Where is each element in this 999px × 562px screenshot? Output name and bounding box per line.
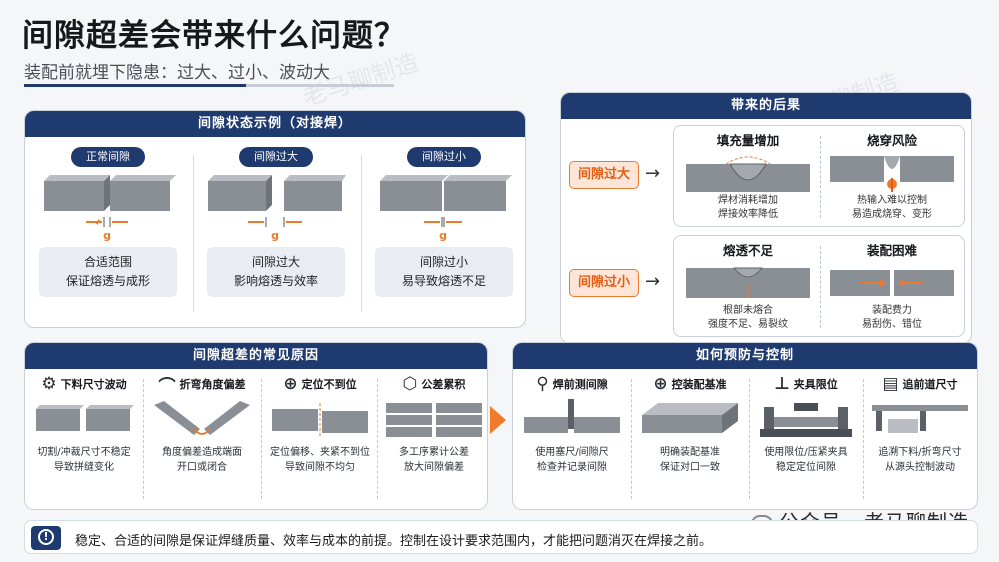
gap-examples-title: 间隙状态示例（对接焊） <box>25 111 525 137</box>
consequence-item: 填充量增加 焊材消耗增加焊接效率降低 <box>678 130 818 222</box>
page-subtitle: 装配前就埋下隐患：过大、过小、波动大 <box>24 63 330 83</box>
divider <box>631 379 632 499</box>
right-arrow-icon: → <box>645 271 661 292</box>
report-icon: ▤ <box>882 374 899 394</box>
prevent-item-upstream: ▤追前道尺寸 追溯下料/折弯尺寸从源头控制波动 <box>863 373 977 507</box>
summary-bar: ! 稳定、合适的间隙是保证焊缝质量、效率与成本的前提。控制在设计要求范围内，才能… <box>24 520 978 554</box>
prevent-item-fixture: ⊥夹具限位 使用限位/压紧夹具稳定定位间隙 <box>749 373 863 507</box>
summary-text: 稳定、合适的间隙是保证焊缝质量、效率与成本的前提。控制在设计要求范围内，才能把问… <box>75 534 713 549</box>
causes-title: 间隙超差的常见原因 <box>25 343 487 369</box>
lack-penetration-illustration <box>686 267 810 298</box>
consequence-item: 烧穿风险 热输入难以控制易造成烧穿、变形 <box>822 130 962 222</box>
gap-examples-panel: 间隙状态示例（对接焊） 正常间隙 g 合适范围保证熔透与成形 间隙过大 <box>24 110 526 328</box>
divider <box>361 155 362 311</box>
bend-icon: ⌒ <box>158 376 176 397</box>
prevention-title: 如何预防与控制 <box>513 343 977 369</box>
cube-icon: ⬡ <box>402 374 418 394</box>
clamp-icon: ⊥ <box>774 374 790 394</box>
cause-item-bending: ⌒折弯角度偏差 角度偏差造成端面开口或闭合 <box>145 373 259 507</box>
cause-item-tolerance: ⬡公差累积 多工序累计公差放大间隙偏差 <box>377 373 487 507</box>
prevention-panel: 如何预防与控制 ⚲焊前测间隙 使用塞尺/间隙尺检查并记录间隙 ⊕控装配基准 明确… <box>512 342 978 510</box>
right-arrow-icon: → <box>645 163 661 184</box>
example-normal: 正常间隙 g 合适范围保证熔透与成形 <box>33 147 183 319</box>
consequence-box-large: 填充量增加 焊材消耗增加焊接效率降低 烧穿风险 热输入难以控制易造成烧穿、变形 <box>673 125 965 227</box>
example-large: 间隙过大 g 间隙过大影响熔透与效率 <box>201 147 351 319</box>
example-tag: 间隙过小 <box>407 147 481 167</box>
crosshair-icon: ⊕ <box>283 374 298 394</box>
consequence-box-small: 熔透不足 根部未熔合强度不足、易裂纹 装配困难 装配费力易刮伤、错位 <box>673 235 965 337</box>
assembly-difficulty-illustration <box>830 270 954 296</box>
exclamation-icon: ! <box>38 529 54 545</box>
weld-fill-illustration <box>686 156 810 192</box>
gap-g-label: g <box>103 229 111 242</box>
example-small: 间隙过小 g 间隙过小易导致熔透不足 <box>369 147 519 319</box>
example-caption: 间隙过小易导致熔透不足 <box>375 247 513 297</box>
row-label-gap-large: 间隙过大 <box>569 161 639 189</box>
causes-panel: 间隙超差的常见原因 ⚙下料尺寸波动 切割/冲裁尺寸不稳定导致拼缝变化 ⌒折弯角度… <box>24 342 488 510</box>
prevent-item-measure: ⚲焊前测间隙 使用塞尺/间隙尺检查并记录间隙 <box>515 373 629 507</box>
example-caption: 间隙过大影响熔透与效率 <box>207 247 345 297</box>
page-title: 间隙超差会带来什么问题？ <box>22 18 406 54</box>
divider <box>193 155 194 311</box>
svg-text:g: g <box>271 229 279 242</box>
info-badge: ! <box>31 526 61 550</box>
example-tag: 正常间隙 <box>71 147 145 167</box>
cut-plates-illustration <box>36 405 134 431</box>
divider <box>377 379 378 499</box>
cause-item-positioning: ⊕定位不到位 定位偏移、夹紧不到位导致间隙不均匀 <box>270 374 370 473</box>
subtitle-underline <box>24 84 394 87</box>
small-gap-plates: g <box>380 175 512 242</box>
divider <box>749 379 750 499</box>
divider <box>261 379 262 499</box>
cause-item-cutting: ⚙下料尺寸波动 切割/冲裁尺寸不稳定导致拼缝变化 <box>27 373 141 507</box>
fixture-illustration <box>760 403 852 437</box>
stacked-plates-illustration <box>386 403 482 437</box>
burn-through-illustration <box>830 156 954 192</box>
offset-plates-illustration <box>272 403 368 437</box>
consequences-panel: 带来的后果 间隙过大 → 填充量增加 焊材消耗增加焊接效率降低 烧穿风险 热输入… <box>560 92 972 344</box>
row-label-gap-small: 间隙过小 <box>569 269 639 297</box>
consequences-title: 带来的后果 <box>561 93 971 119</box>
consequence-item: 装配困难 装配费力易刮伤、错位 <box>822 240 962 332</box>
magnifier-icon: ⚲ <box>536 374 549 394</box>
caliper-illustration <box>872 405 968 433</box>
example-caption: 合适范围保证熔透与成形 <box>39 247 177 297</box>
bent-plates-illustration <box>154 401 250 435</box>
gear-icon: ⚙ <box>41 374 57 394</box>
svg-text:g: g <box>439 229 447 242</box>
feeler-gauge-illustration <box>524 399 620 433</box>
divider <box>863 379 864 499</box>
normal-gap-plates: g <box>44 175 176 242</box>
divider <box>143 379 144 499</box>
consequence-item: 熔透不足 根部未熔合强度不足、易裂纹 <box>678 240 818 332</box>
target-icon: ⊕ <box>653 374 668 394</box>
prevent-item-datum: ⊕控装配基准 明确装配基准保证对口一致 <box>633 373 747 507</box>
large-gap-plates: g <box>208 175 346 242</box>
divider <box>820 246 821 328</box>
example-tag: 间隙过大 <box>239 147 313 167</box>
flow-arrow-icon <box>490 406 506 434</box>
datum-plate-illustration <box>642 403 738 433</box>
divider <box>820 136 821 218</box>
